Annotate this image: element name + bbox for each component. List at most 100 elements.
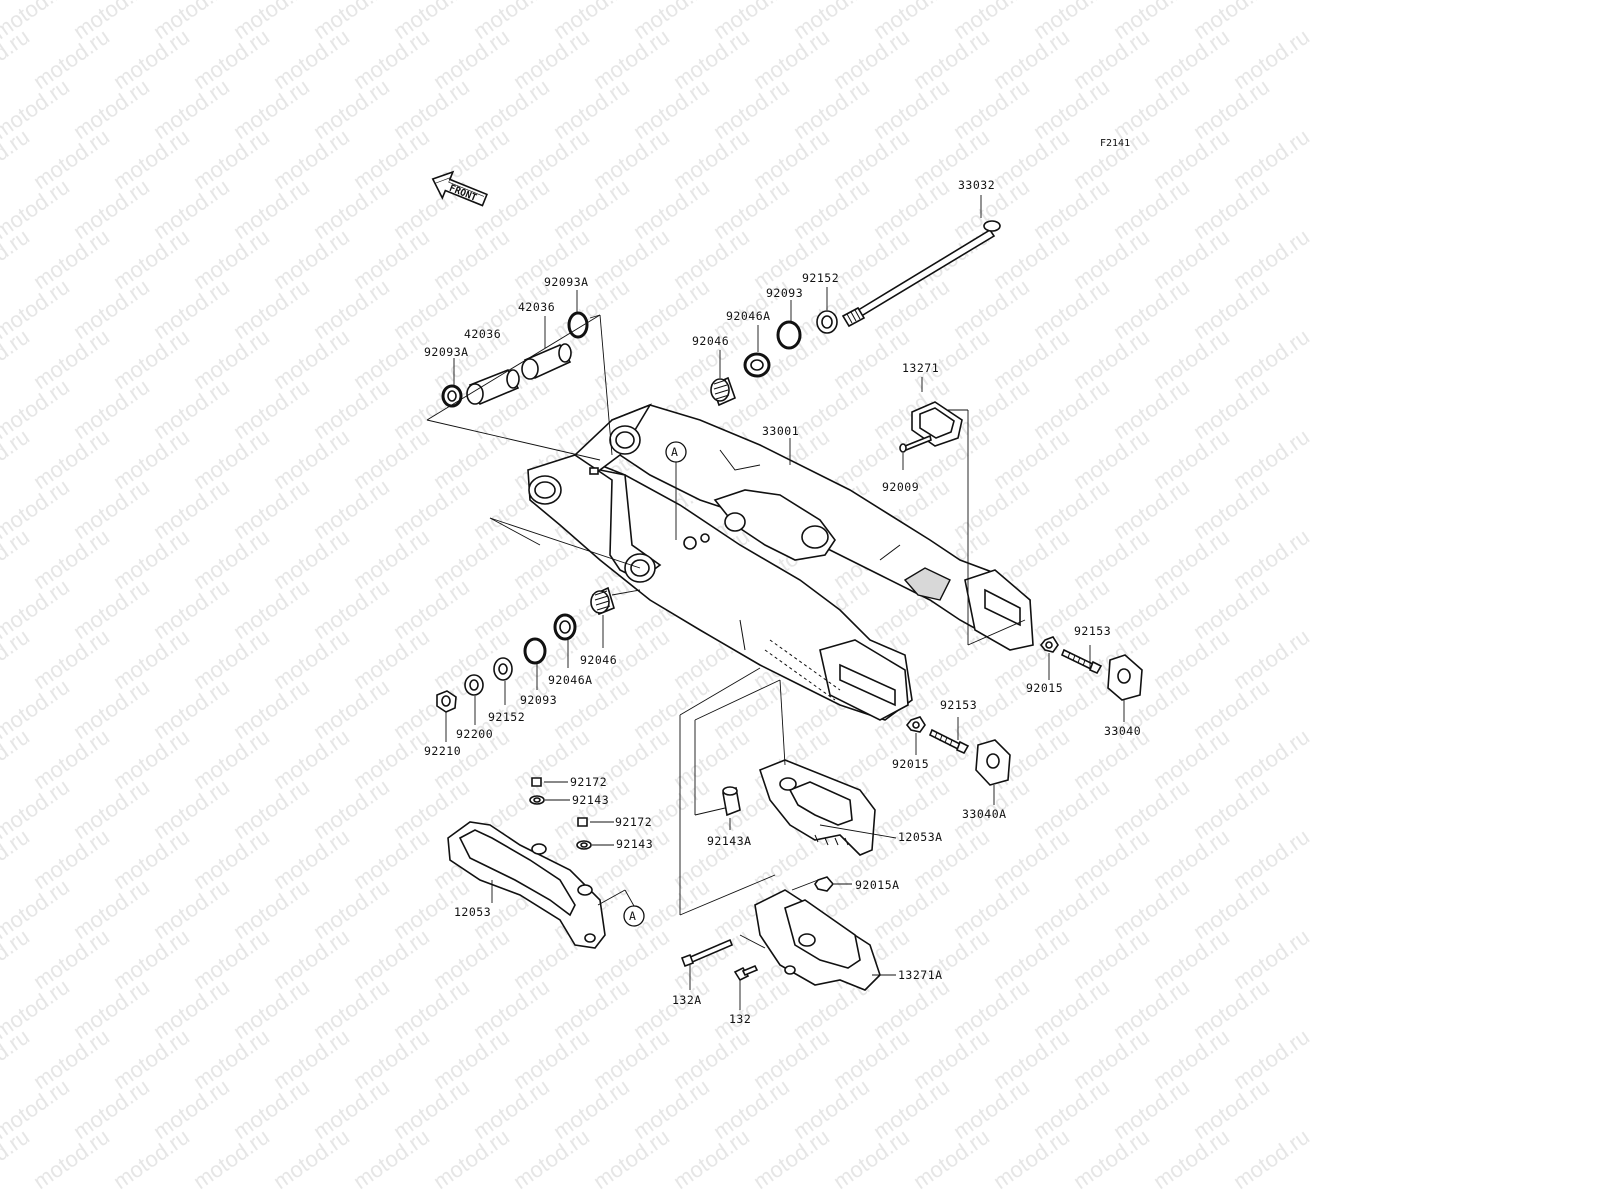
watermark-text: motod.ru (189, 724, 274, 794)
watermark-text: motod.ru (989, 424, 1074, 494)
watermark-text: motod.ru (829, 24, 914, 94)
watermark-text: motod.ru (869, 1074, 954, 1144)
watermark-text: motod.ru (749, 1024, 834, 1094)
watermark-text: motod.ru (0, 1024, 34, 1094)
watermark-text: motod.ru (1069, 424, 1154, 494)
watermark-text: motod.ru (509, 1124, 594, 1194)
watermark-text: motod.ru (109, 724, 194, 794)
watermark-text: motod.ru (1109, 574, 1194, 644)
watermark-text: motod.ru (229, 374, 314, 444)
label-92143-a: 92143 (572, 793, 609, 807)
watermark-text: motod.ru (1229, 924, 1314, 994)
bolt-132 (733, 964, 759, 982)
watermark-text: motod.ru (269, 324, 354, 394)
watermark-text: motod.ru (509, 24, 594, 94)
label-92143-b: 92143 (616, 837, 653, 851)
watermark-text: motod.ru (789, 74, 874, 144)
label-92093A-left: 92093A (424, 345, 469, 359)
nut-92015-mid (905, 716, 926, 733)
watermark-text: motod.ru (1069, 124, 1154, 194)
watermark-text: motod.ru (0, 924, 34, 994)
watermark-text: motod.ru (669, 1124, 754, 1194)
label-42036-top: 42036 (518, 300, 555, 314)
watermark-text: motod.ru (189, 224, 274, 294)
watermark-text: motod.ru (309, 974, 394, 1044)
watermark-text: motod.ru (69, 274, 154, 344)
watermark-text: motod.ru (629, 174, 714, 244)
watermark-text: motod.ru (1189, 374, 1274, 444)
watermark-text: motod.ru (269, 824, 354, 894)
watermark-text: motod.ru (949, 274, 1034, 344)
watermark-text: motod.ru (149, 274, 234, 344)
watermark-text: motod.ru (509, 1024, 594, 1094)
watermark-text: motod.ru (349, 24, 434, 94)
watermark-text: motod.ru (669, 924, 754, 994)
watermark-text: motod.ru (1189, 874, 1274, 944)
label-92046A-bot: 92046A (548, 673, 593, 687)
label-92015A: 92015A (855, 878, 900, 892)
watermark-text: motod.ru (269, 1024, 354, 1094)
watermark-text: motod.ru (669, 24, 754, 94)
watermark-text: motod.ru (349, 424, 434, 494)
watermark-text: motod.ru (469, 174, 554, 244)
watermark-text: motod.ru (949, 474, 1034, 544)
watermark-text: motod.ru (109, 924, 194, 994)
watermark-text: motod.ru (709, 674, 794, 744)
watermark-text: motod.ru (1229, 424, 1314, 494)
bearing-92046-top (710, 376, 737, 407)
watermark-text: motod.ru (349, 1124, 434, 1194)
watermark-text: motod.ru (1069, 524, 1154, 594)
watermark-text: motod.ru (0, 624, 34, 694)
label-92200: 92200 (456, 727, 493, 741)
watermark-text: motod.ru (1029, 874, 1114, 944)
watermark-text: motod.ru (229, 74, 314, 144)
watermark-text: motod.ru (29, 424, 114, 494)
watermark-text: motod.ru (789, 374, 874, 444)
chain-guide-12053A (759, 759, 876, 856)
watermark-text: motod.ru (1109, 974, 1194, 1044)
watermark-text: motod.ru (1109, 774, 1194, 844)
watermark-text: motod.ru (349, 924, 434, 994)
label-92172-b: 92172 (615, 815, 652, 829)
watermark-text: motod.ru (29, 1124, 114, 1194)
watermark-text: motod.ru (0, 24, 34, 94)
sleeve-42036-mid (466, 368, 520, 406)
watermark-text: motod.ru (349, 524, 434, 594)
block-33040A (975, 739, 1011, 786)
label-12053A: 12053A (898, 830, 943, 844)
bearing-92046-bot (590, 586, 615, 616)
watermark-text: motod.ru (189, 524, 274, 594)
watermark-text: motod.ru (1069, 1024, 1154, 1094)
reference-marker-a-bottom: A (597, 889, 645, 927)
collar-92046A-bot (553, 613, 577, 641)
nut-92015A (814, 876, 835, 892)
label-132A: 132A (672, 993, 702, 1007)
watermark-text: motod.ru (629, 774, 714, 844)
label-132: 132 (729, 1012, 751, 1026)
watermark-text: motod.ru (989, 124, 1074, 194)
watermark-text: motod.ru (629, 74, 714, 144)
watermark-text: motod.ru (149, 1074, 234, 1144)
watermark-text: motod.ru (109, 324, 194, 394)
figure-code: F2141 (1100, 138, 1130, 149)
guide-plate-13271 (911, 401, 963, 447)
label-42036-mid: 42036 (464, 327, 501, 341)
watermark-text: motod.ru (309, 74, 394, 144)
watermark-text: motod.ru (429, 1024, 514, 1094)
watermark-text: motod.ru (29, 24, 114, 94)
watermark-text: motod.ru (69, 174, 154, 244)
watermark-text: motod.ru (69, 74, 154, 144)
label-12053: 12053 (454, 905, 491, 919)
watermark-text: motod.ru (0, 1124, 34, 1194)
label-33001: 33001 (762, 424, 799, 438)
watermark-text: motod.ru (589, 224, 674, 294)
watermark-text: motod.ru (1189, 474, 1274, 544)
label-33040A: 33040A (962, 807, 1007, 821)
watermark-text: motod.ru (149, 174, 234, 244)
watermark-text: motod.ru (349, 124, 434, 194)
watermark-text: motod.ru (829, 1124, 914, 1194)
watermark-text: motod.ru (229, 1074, 314, 1144)
watermark-text: motod.ru (1149, 1024, 1234, 1094)
watermark-text: motod.ru (1229, 1024, 1314, 1094)
watermark-text: motod.ru (1189, 174, 1274, 244)
